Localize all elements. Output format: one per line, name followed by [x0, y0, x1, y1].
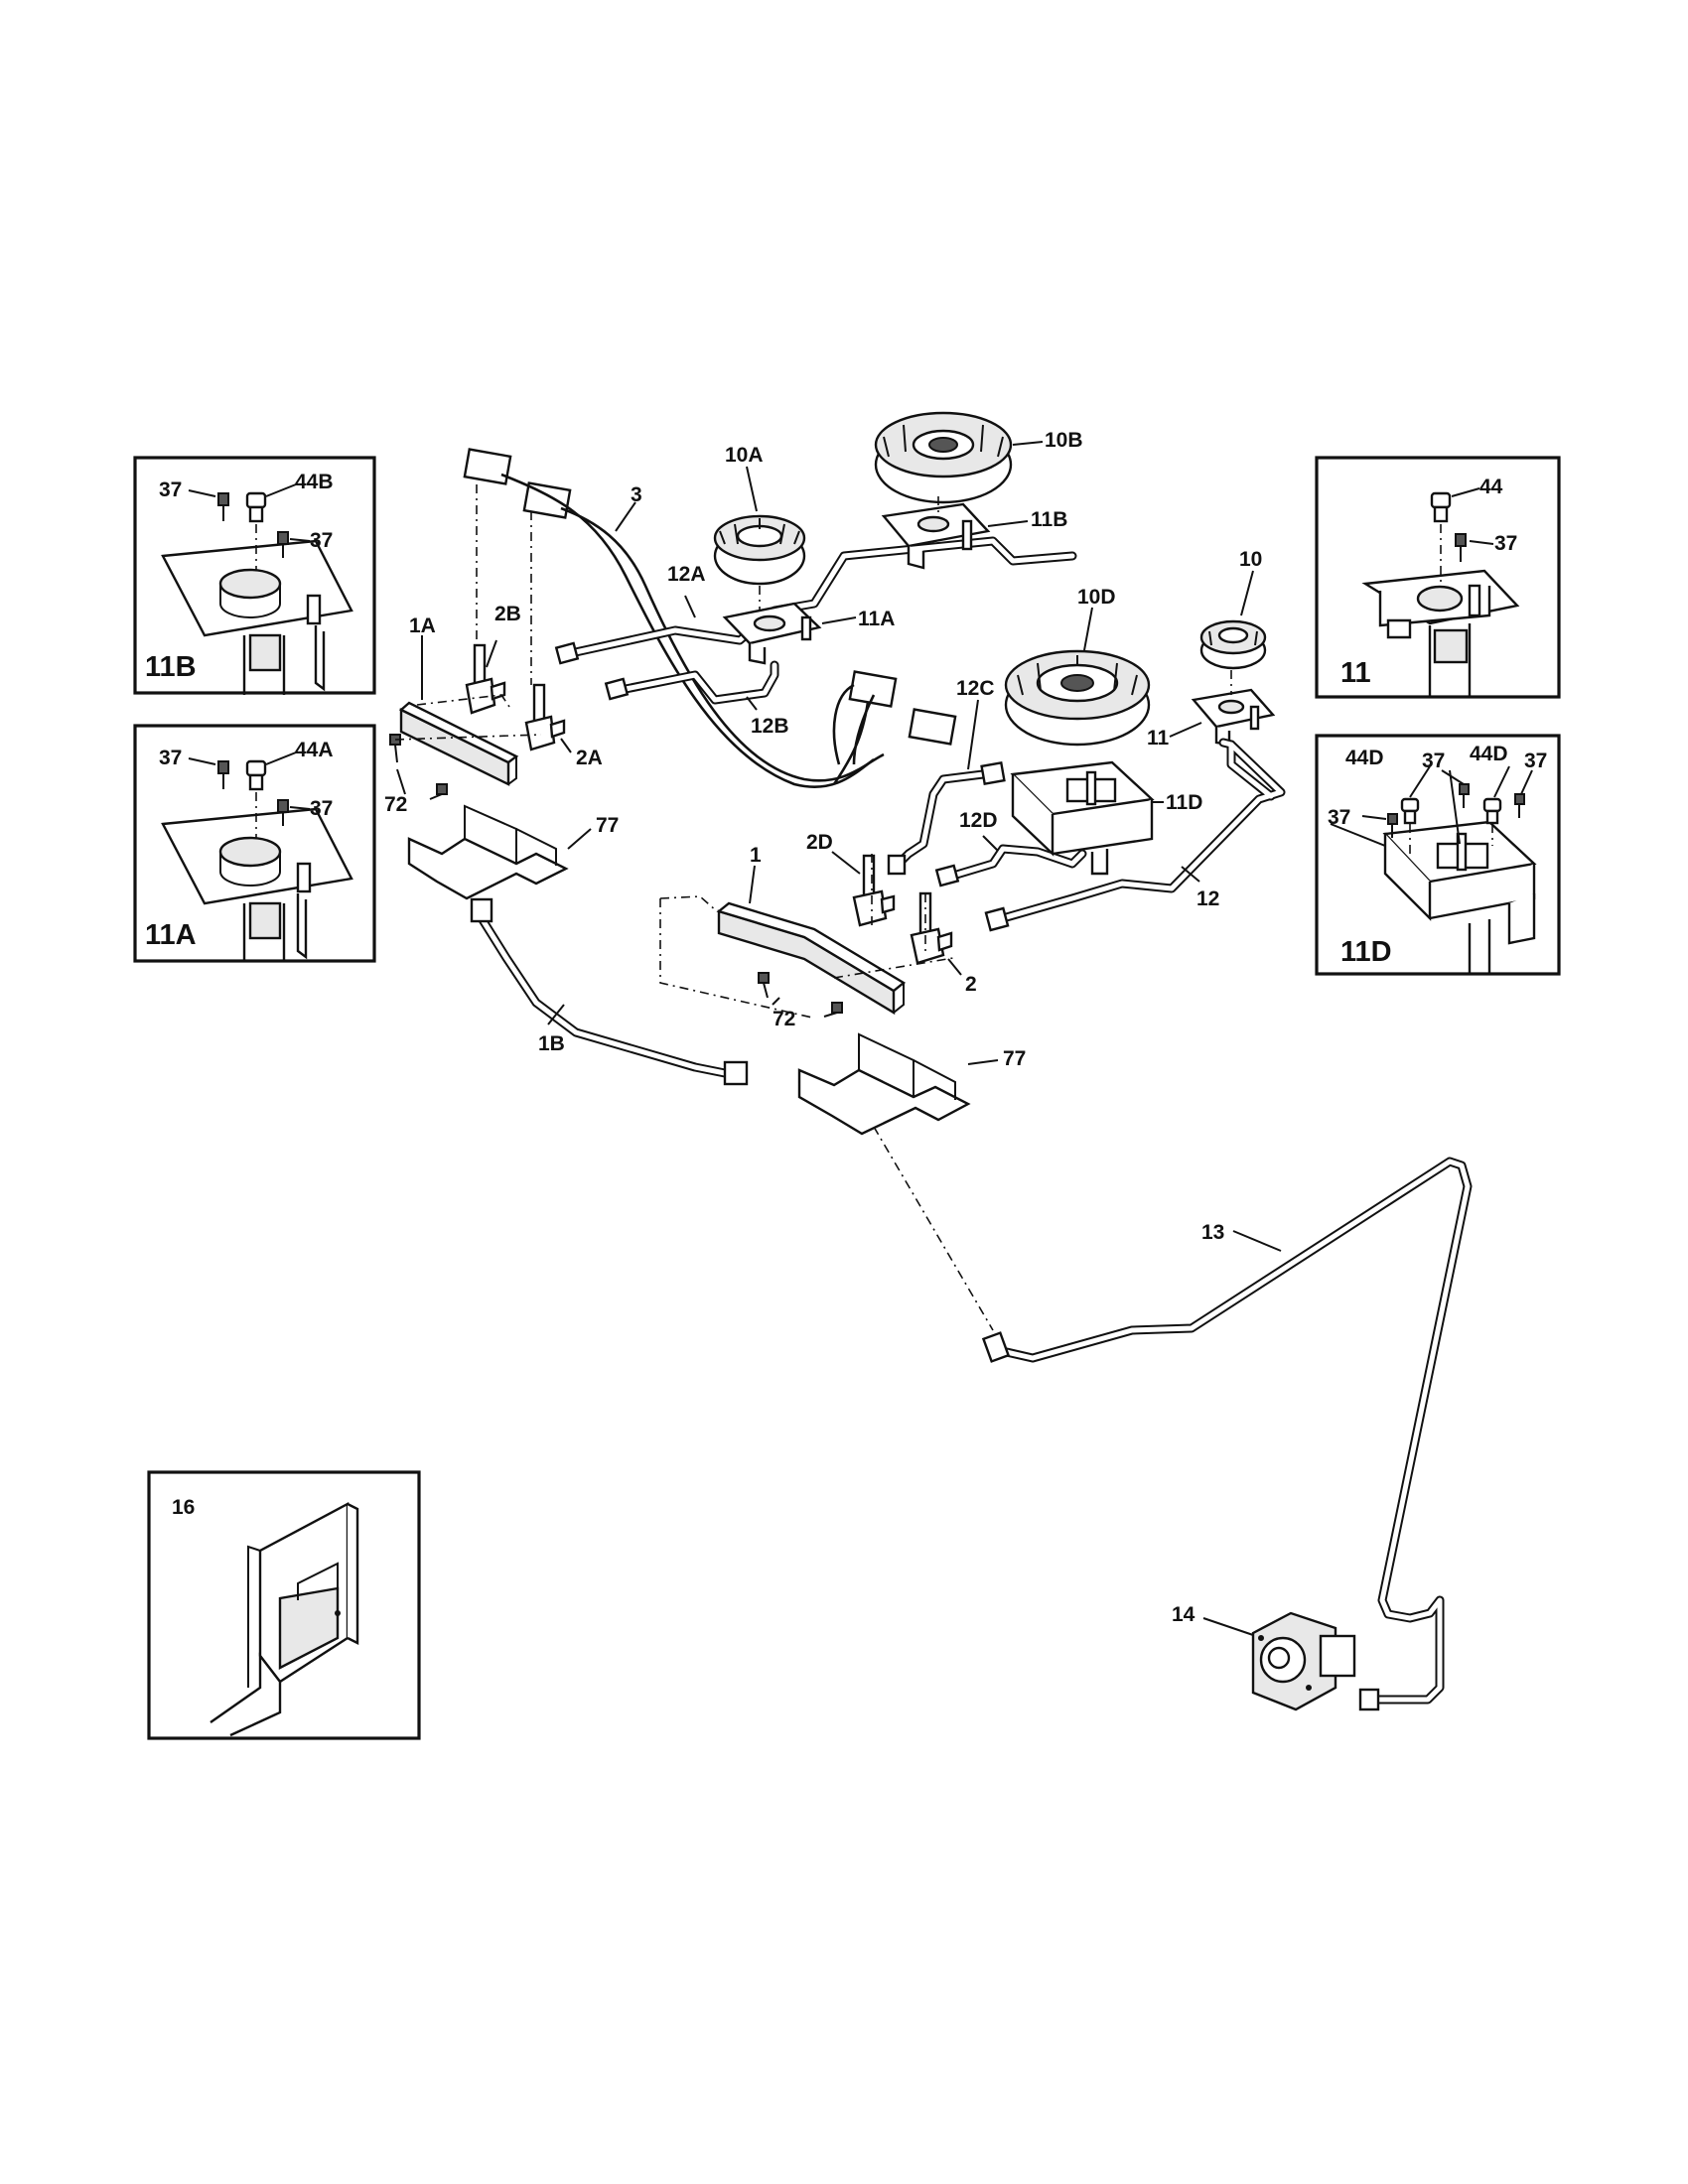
inset-11D: 44D 37 44D 37 37 11D: [1315, 734, 1561, 976]
burner-10D: 10D: [1004, 586, 1151, 747]
screw-37-icon: [1387, 813, 1398, 838]
gas-tube-12D: 12D: [934, 809, 1087, 887]
label-37: 37: [1422, 750, 1445, 772]
label-12: 12: [1196, 887, 1219, 910]
label-37: 37: [1494, 532, 1517, 555]
gas-tube-13: 13: [981, 1157, 1473, 1711]
screw-72-icon: 72: [384, 734, 448, 816]
label-10A: 10A: [725, 444, 764, 467]
label-13: 13: [1201, 1221, 1224, 1244]
pressure-regulator-14: 14: [1172, 1603, 1356, 1711]
cap-44D-icon: [1482, 797, 1502, 825]
inset-11B: 37 44B 37 11B: [133, 456, 376, 695]
bracket-77: 77: [797, 1032, 1026, 1136]
label-44: 44: [1479, 476, 1503, 498]
gas-tube-12B: 12B: [604, 660, 789, 738]
screw-37-icon: [1455, 533, 1467, 562]
manifold-1A: 1A: [398, 614, 519, 786]
label-11: 11: [1147, 727, 1170, 750]
label-77: 77: [596, 814, 619, 837]
label-10B: 10B: [1045, 429, 1083, 452]
label-11A: 11A: [858, 608, 895, 630]
burner-10: 10: [1199, 548, 1267, 670]
label-10: 10: [1239, 548, 1262, 571]
burner-base-11: 11: [1147, 670, 1276, 750]
burner-base-11A: 11A: [722, 586, 895, 665]
label-14: 14: [1172, 1603, 1196, 1626]
gas-tube-12C: 12C: [887, 677, 1006, 876]
label-37: 37: [159, 747, 182, 769]
inset-11: 44 37 11: [1315, 456, 1561, 699]
label-44B: 44B: [295, 471, 334, 493]
burner-10B: 10B: [874, 411, 1083, 504]
screw-37-icon: [1514, 793, 1525, 818]
inset-16: 16: [147, 1470, 421, 1740]
label-12B: 12B: [751, 715, 789, 738]
label-1: 1: [750, 844, 762, 867]
label-12A: 12A: [667, 563, 706, 586]
label-37: 37: [310, 529, 333, 552]
screw-37-icon: [277, 799, 289, 826]
label-2D: 2D: [806, 831, 833, 854]
label-77: 77: [1003, 1047, 1026, 1070]
valve-2: 2: [910, 891, 977, 996]
screw-37-icon: [217, 760, 229, 789]
valve-2A: 2A: [524, 683, 603, 769]
cap-44B-icon: [245, 491, 267, 523]
gas-tube-1B: 1B: [470, 897, 749, 1086]
label-37: 37: [1524, 750, 1547, 772]
inset-title-11D: 11D: [1340, 936, 1392, 968]
ignitor-wire-3: 3: [463, 448, 885, 788]
ignitor-wire-2D: [832, 670, 957, 765]
inset-title-16: 16: [172, 1496, 195, 1519]
label-37: 37: [1328, 806, 1350, 829]
burner-base-11D: 11D: [1010, 760, 1202, 876]
manifold-1: 1: [716, 844, 907, 1016]
label-37: 37: [159, 478, 182, 501]
inset-11A: 37 44A 37 11A: [133, 724, 376, 963]
screw-37-icon: [277, 531, 289, 558]
label-44D: 44D: [1345, 747, 1384, 769]
label-12D: 12D: [959, 809, 998, 832]
label-3: 3: [631, 483, 642, 506]
gas-tube-12A: 12A: [554, 536, 1077, 665]
burner-10A: 10A: [713, 444, 806, 586]
label-2: 2: [965, 973, 977, 996]
label-44D: 44D: [1470, 743, 1508, 765]
label-10D: 10D: [1077, 586, 1116, 609]
cap-44-icon: [1430, 491, 1452, 523]
label-11D: 11D: [1166, 791, 1202, 814]
label-37: 37: [310, 797, 333, 820]
label-72: 72: [773, 1008, 795, 1030]
screw-72-icon: 72: [758, 972, 843, 1030]
valve-2B: 2B: [465, 603, 521, 715]
inset-title-11B: 11B: [145, 651, 197, 683]
label-72: 72: [384, 793, 407, 816]
bracket-77: 77: [407, 804, 619, 900]
label-1B: 1B: [538, 1032, 565, 1055]
label-2B: 2B: [494, 603, 521, 625]
label-44A: 44A: [295, 739, 334, 761]
screw-37-icon: [1459, 783, 1470, 808]
burner-base-11B: 11B: [881, 496, 1067, 570]
cap-44A-icon: [245, 759, 267, 791]
inset-title-11: 11: [1340, 657, 1371, 689]
label-2A: 2A: [576, 747, 603, 769]
screw-37-icon: [217, 492, 229, 521]
valve-2D: 2D: [806, 831, 896, 927]
gas-tube-12: 12: [984, 738, 1286, 932]
label-12C: 12C: [956, 677, 995, 700]
label-1A: 1A: [409, 614, 436, 637]
cap-44D-icon: [1400, 797, 1420, 825]
inset-title-11A: 11A: [145, 919, 197, 951]
label-11B: 11B: [1031, 508, 1067, 531]
